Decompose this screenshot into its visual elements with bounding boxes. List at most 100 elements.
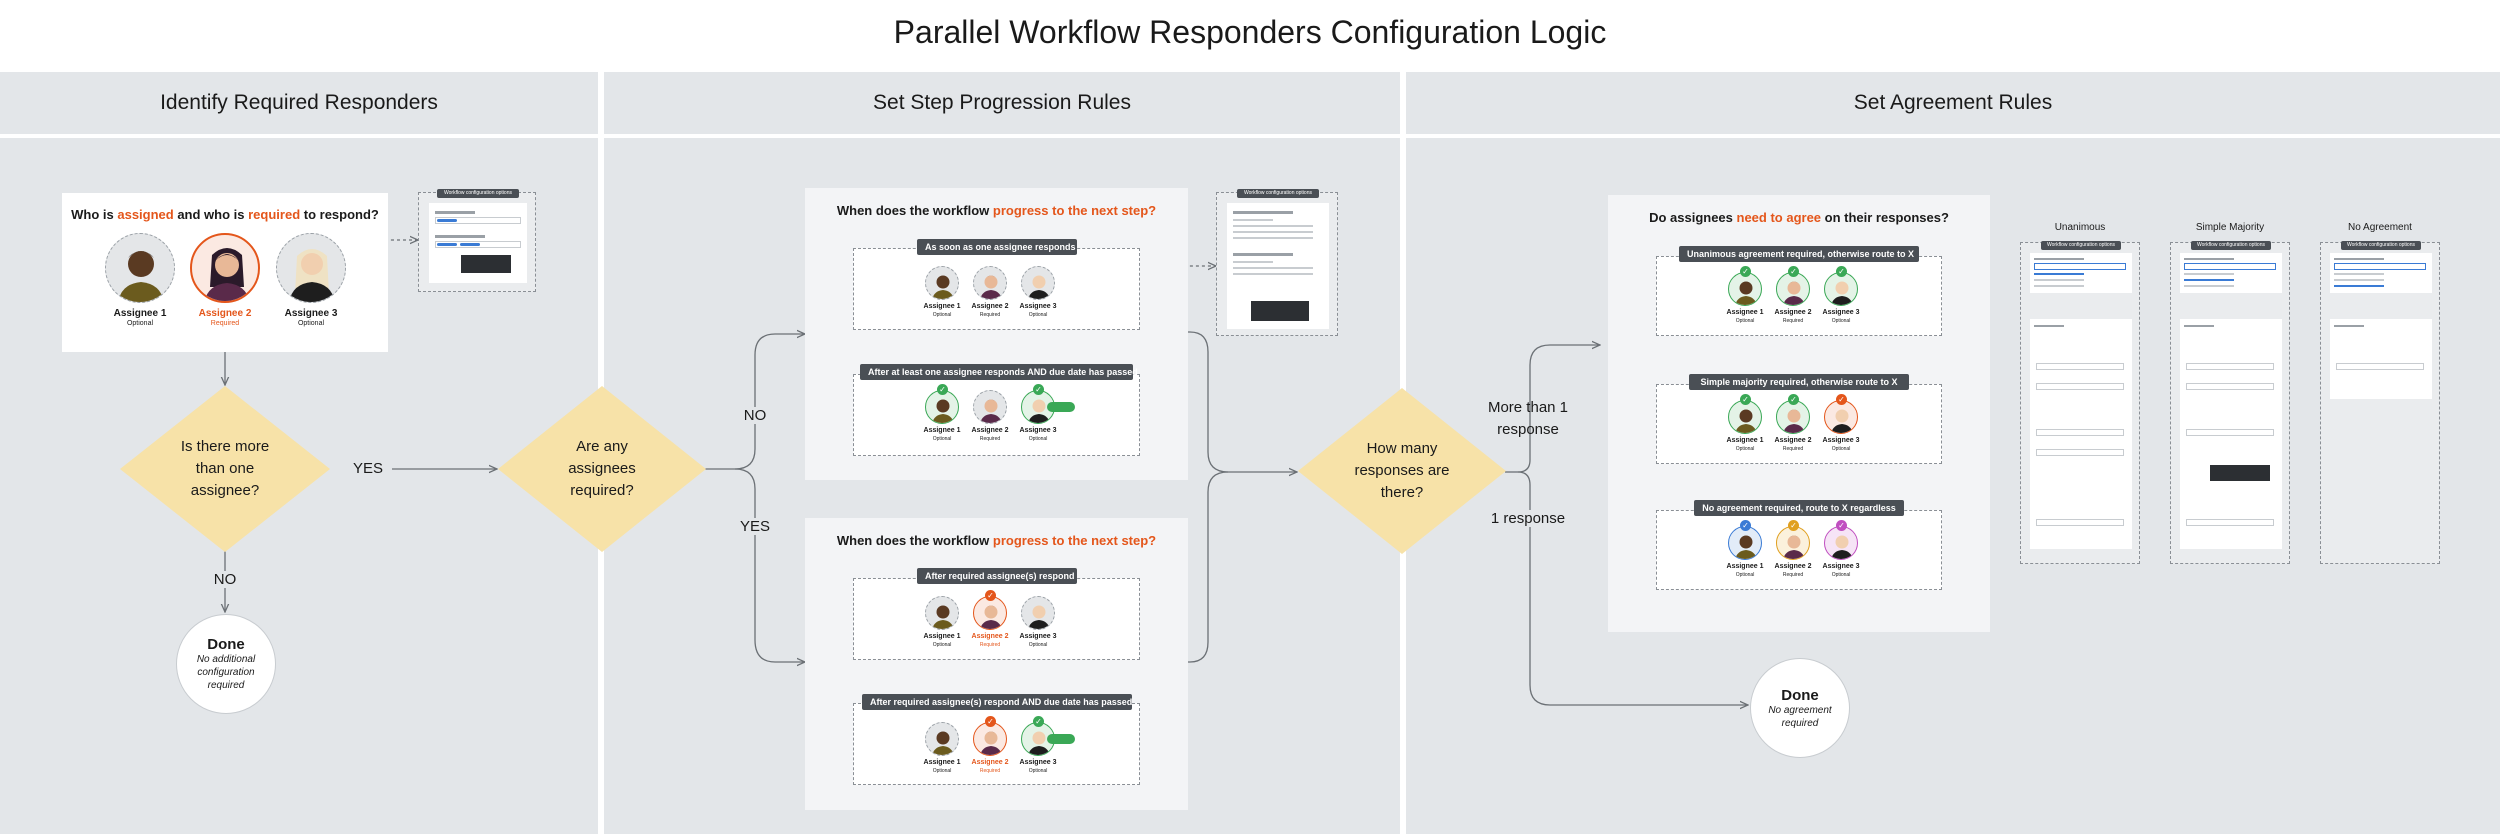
placeholder-line xyxy=(1233,231,1313,233)
person-icon xyxy=(1028,399,1050,423)
step-field xyxy=(2036,519,2124,526)
assignee-chip xyxy=(460,243,480,246)
checkmark-icon: ✓ xyxy=(1740,520,1751,531)
assignee-name: Assignee 2 xyxy=(971,427,1009,434)
person-icon xyxy=(1028,275,1050,299)
checkmark-icon: ✓ xyxy=(1033,716,1044,727)
person-icon xyxy=(1831,409,1853,433)
assignee-name: Assignee 3 xyxy=(1019,759,1057,766)
assignee-name: Assignee 2 xyxy=(1774,309,1812,316)
assignee-status: Optional xyxy=(1028,436,1048,442)
assignee-status: Required xyxy=(1782,318,1804,324)
person-icon xyxy=(932,605,954,629)
placeholder-line xyxy=(2334,325,2364,327)
assignee-status: Optional xyxy=(1735,572,1755,578)
option-label: No agreement required, route to X regard… xyxy=(1694,500,1904,516)
assignee-name: Assignee 1 xyxy=(923,303,961,310)
edge-label-more-than-one: More than 1 response xyxy=(1487,399,1569,438)
response-bubble xyxy=(1047,402,1075,412)
placeholder-line xyxy=(1233,253,1293,256)
person-icon xyxy=(980,275,1002,299)
assignee-name: Assignee 2 xyxy=(971,303,1009,310)
assignee-status: Optional xyxy=(1028,768,1048,774)
assignee-name: Assignee 3 xyxy=(1822,563,1860,570)
assignee-name: Assignee 1 xyxy=(923,759,961,766)
person-icon xyxy=(980,605,1002,629)
response-field xyxy=(2036,429,2124,436)
question-text: Who is xyxy=(71,207,118,222)
panel-label-simple-majority: Simple Majority xyxy=(2195,222,2265,233)
agreement-type-field xyxy=(2034,263,2126,270)
assignee-status: Optional xyxy=(1028,312,1048,318)
placeholder-line xyxy=(2184,258,2234,260)
question-text: When does the workflow xyxy=(836,203,993,218)
question-text: When does the workflow xyxy=(836,533,993,548)
avatar-small-assignee-3 xyxy=(1824,272,1858,306)
assignee-name: Assignee 3 xyxy=(1822,437,1860,444)
config-panel-title: Workflow configuration options xyxy=(2341,241,2421,250)
placeholder-line xyxy=(435,211,475,214)
question-highlight-assigned: assigned xyxy=(117,207,174,222)
person-icon xyxy=(932,399,954,423)
assignee-status: Required xyxy=(979,312,1001,318)
response-field xyxy=(2186,429,2274,436)
person-icon xyxy=(1028,731,1050,755)
tooltip xyxy=(2210,465,2270,481)
option-box xyxy=(1656,384,1942,464)
placeholder-line xyxy=(2334,285,2384,287)
option-label: After at least one assignee responds AND… xyxy=(860,364,1138,380)
question-highlight-required: required xyxy=(248,207,301,222)
done-subtitle: No agreement required xyxy=(1768,704,1832,729)
avatar-small-assignee-1 xyxy=(925,722,959,756)
placeholder-line xyxy=(2034,273,2084,275)
placeholder-line xyxy=(1233,219,1273,221)
done-title: Done xyxy=(1781,686,1819,704)
agreement-question: Do assignees need to agree on their resp… xyxy=(1608,210,1990,225)
edge-label-no: NO xyxy=(734,407,776,424)
panel-label-no-agreement: No Agreement xyxy=(2348,222,2412,233)
placeholder-line xyxy=(2034,285,2084,287)
assignee-status: Optional xyxy=(932,312,952,318)
avatar-small-assignee-2 xyxy=(973,596,1007,630)
assignee-name: Assignee 2 xyxy=(1774,437,1812,444)
placeholder-line xyxy=(2184,273,2234,275)
agreement-panel-simple-majority: Workflow configuration options xyxy=(2170,241,2290,564)
checkmark-icon: ✓ xyxy=(985,590,996,601)
assignee-name: Assignee 2 xyxy=(971,633,1009,640)
placeholder-line xyxy=(1233,237,1313,239)
config-panel-card xyxy=(2030,253,2132,293)
agreement-panel-no-agreement: Workflow configuration options xyxy=(2320,241,2440,564)
assignee-name: Assignee 1 xyxy=(1726,309,1764,316)
checkmark-icon: ✓ xyxy=(1033,384,1044,395)
config-panel-card xyxy=(2180,319,2282,549)
assignee-2-status: Required xyxy=(210,320,240,327)
person-icon xyxy=(289,249,335,302)
decision-more-than-one-assignee: Is there more than one assignee? xyxy=(120,386,330,552)
checkmark-icon: ✓ xyxy=(937,384,948,395)
assignee-name: Assignee 1 xyxy=(923,633,961,640)
assignee-name: Assignee 3 xyxy=(1019,303,1057,310)
person-icon xyxy=(118,251,164,302)
option-label: After required assignee(s) respond AND d… xyxy=(862,694,1132,710)
assignee-status: Optional xyxy=(932,436,952,442)
person-icon xyxy=(980,731,1002,755)
person-icon xyxy=(1735,281,1757,305)
config-panel-title: Workflow configuration options xyxy=(1237,189,1319,198)
panel-label-unanimous: Unanimous xyxy=(2054,222,2106,233)
assignee-status: Optional xyxy=(1831,318,1851,324)
assignee-name: Assignee 3 xyxy=(1019,427,1057,434)
person-icon xyxy=(1831,281,1853,305)
placeholder-line xyxy=(2334,258,2384,260)
person-icon xyxy=(1028,605,1050,629)
page-title: Parallel Workflow Responders Configurati… xyxy=(893,14,1607,50)
assignee-status: Required xyxy=(979,642,1001,648)
config-panel-card xyxy=(1227,203,1329,329)
config-panel-card xyxy=(2180,253,2282,293)
question-highlight: progress to the next step? xyxy=(992,203,1157,218)
placeholder-line xyxy=(2034,258,2084,260)
decision-how-many-responses: How many responses are there? xyxy=(1298,388,1506,554)
person-icon xyxy=(1831,535,1853,559)
avatar-small-assignee-2 xyxy=(973,266,1007,300)
decision-diamond-shape xyxy=(120,386,330,552)
config-panel-title: Workflow configuration options xyxy=(2191,241,2271,250)
